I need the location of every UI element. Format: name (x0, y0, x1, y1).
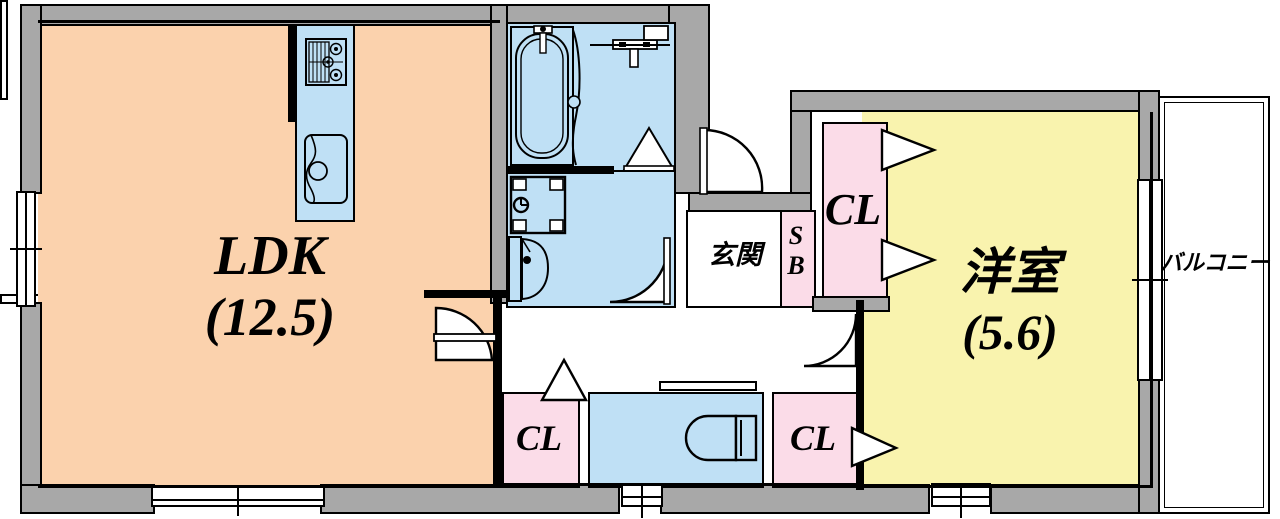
closet-left-door (539, 357, 589, 404)
wall-ldk-right (493, 298, 502, 488)
balcony-inner-edge (1164, 102, 1264, 508)
label-closet-left: CL (515, 418, 562, 458)
window-ldk-bottom (151, 480, 325, 516)
washroom-door-swing (608, 237, 671, 305)
room-label-ldk-area: (12.5) (204, 287, 336, 347)
label-shoebox-top: S (788, 221, 804, 250)
room-label-bedroom-area: (5.6) (962, 304, 1058, 360)
kitchen-partition-gap (0, 0, 8, 100)
kitchen-sink (303, 133, 349, 205)
wall-bottom-mid (660, 484, 930, 514)
gas-stove-3burner (305, 38, 347, 86)
outline-bedroom-right (1150, 112, 1153, 488)
window-toilet-bottom (620, 482, 664, 518)
window-ldk-left (10, 191, 42, 307)
room-ldk (38, 22, 500, 488)
label-shoebox-bottom: B (787, 251, 805, 280)
label-closet-right: CL (789, 418, 836, 458)
room-label-bedroom-main: 洋室 (960, 243, 1060, 301)
wall-bedroom-top (790, 90, 1160, 112)
washing-machine (509, 175, 567, 235)
wall-below-bedroom-closet (812, 296, 890, 312)
closet-shoebox (780, 210, 816, 308)
ldk-door-swing (433, 306, 497, 362)
closet-left (502, 392, 580, 488)
closet-bedroom (822, 122, 888, 302)
bathtub (510, 25, 586, 166)
room-bedroom (862, 112, 1152, 488)
front-door-swing (699, 127, 764, 195)
wall-bedroom-left (856, 300, 864, 490)
area-genkan (686, 210, 786, 308)
wall-genkan-top (688, 192, 812, 212)
closet-bedroom-door-upper (880, 128, 938, 174)
toilet-bowl (684, 414, 758, 462)
outline-bedroom-bottom (860, 485, 1152, 488)
wall-left-lower (20, 302, 42, 514)
bedroom-door-swing (800, 312, 858, 368)
outline-corridor-bottom (502, 483, 858, 486)
bathroom-folding-door (622, 126, 676, 173)
wall-left-upper (20, 4, 42, 194)
room-label-ldk-main: LDK (214, 225, 326, 287)
vanity-sink (508, 236, 560, 302)
outline-ldk-bottom (38, 485, 500, 488)
outline-ldk-top (38, 20, 500, 23)
bath-shelf (590, 24, 670, 46)
window-bedroom-bottom (930, 482, 992, 518)
wall-bottom-left (20, 484, 155, 514)
label-closet-bedroom: CL (824, 185, 882, 234)
wall-corridor-top (424, 290, 514, 298)
kitchen-partition-wall (288, 22, 295, 122)
closet-bedroom-door-lower (880, 238, 938, 284)
wall-bottom-left2 (320, 484, 620, 514)
wall-bath-washroom (506, 166, 614, 174)
toilet-paper-shelf (659, 381, 757, 392)
wall-bedroom-right-upper (1138, 90, 1160, 182)
label-balcony: バルコニー (1160, 251, 1270, 276)
closet-right-door (850, 426, 900, 468)
wall-bottom-right (990, 484, 1155, 514)
label-genkan: 玄関 (708, 239, 762, 271)
wall-bedroom-right-lower (1138, 378, 1160, 514)
